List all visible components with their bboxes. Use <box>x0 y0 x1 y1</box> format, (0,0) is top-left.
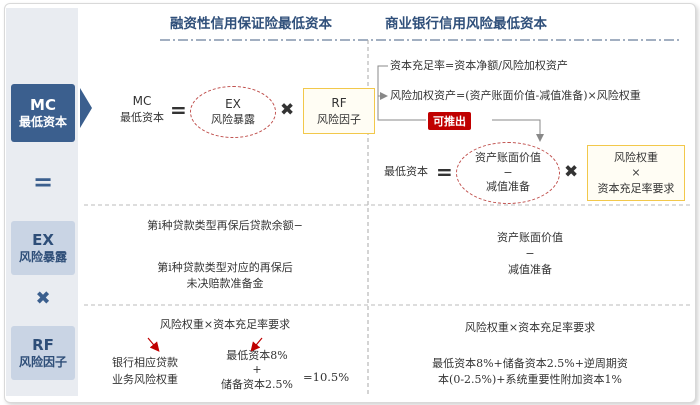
right-ellipse-3: 减值准备 <box>486 180 530 194</box>
left-ex-ellipse: EX 风险暴露 <box>190 86 276 138</box>
left-rf-box: RF 风险因子 <box>303 88 375 134</box>
sidebar-mc-cn: 最低资本 <box>18 114 67 129</box>
right-rf-detail-2: 本(0-2.5%)+系统重要性附加资本1% <box>438 372 622 386</box>
left-mc-label: MC 最低资本 <box>112 92 172 127</box>
left-equals: = <box>170 98 187 122</box>
right-asset-ellipse: 资产账面价值 − 减值准备 <box>456 142 560 204</box>
right-box-1: 风险权重 <box>614 150 658 164</box>
left-ex-en: EX <box>225 97 241 112</box>
left-column-title: 融资性信用保证险最低资本 <box>170 16 332 32</box>
left-times: ✖ <box>280 100 295 120</box>
sidebar-item-rf: RF 风险因子 <box>11 326 75 380</box>
left-rf-capital-3: 储备资本2.5% <box>221 377 293 391</box>
right-ex-1: 资产账面价值 <box>497 231 563 244</box>
right-times: ✖ <box>564 162 579 182</box>
right-ellipse-1: 资产账面价值 <box>475 150 541 164</box>
right-equals: = <box>436 160 453 184</box>
right-weight-box: 风险权重 × 资本充足率要求 <box>587 145 685 201</box>
left-rf-weight-2: 业务风险权重 <box>112 372 178 386</box>
left-rf-weight-1: 银行相应贷款 <box>112 356 178 369</box>
left-ex-desc-1: 第i种贷款类型再保后贷款余额− <box>147 219 303 232</box>
sidebar-ex-cn: 风险暴露 <box>18 249 67 264</box>
left-mc-cn: 最低资本 <box>120 111 164 124</box>
right-rf-detail: 最低资本8%+储备资本2.5%+逆周期资 本(0-2.5%)+系统重要性附加资本… <box>375 356 685 388</box>
sidebar-rf-cn: 风险因子 <box>18 354 67 369</box>
sidebar: MC 最低资本 = EX 风险暴露 ✖ RF 风险因子 <box>6 8 78 396</box>
left-rf-en: RF <box>331 95 347 110</box>
sidebar-ex-en: EX <box>32 231 54 250</box>
right-ellipse-2: − <box>503 165 513 179</box>
sidebar-item-ex: EX 风险暴露 <box>11 221 75 275</box>
sidebar-times: ✖ <box>35 288 51 309</box>
right-capital-ratio-formula: 资本充足率=资本净额/风险加权资产 <box>390 59 568 72</box>
right-ex-desc: 资产账面价值 − 减值准备 <box>375 230 685 278</box>
sidebar-equals: = <box>32 168 54 196</box>
left-rf-header: 风险权重×资本充足率要求 <box>159 318 291 331</box>
left-ex-cn: 风险暴露 <box>211 112 255 126</box>
right-box-3: 资本充足率要求 <box>597 181 675 195</box>
left-rf-cn: 风险因子 <box>317 112 361 126</box>
left-rf-capital-2: + <box>252 363 262 377</box>
left-ex-desc-3: 未决赔款准备金 <box>186 277 264 290</box>
sidebar-mc-en: MC <box>30 96 56 115</box>
right-rwa-formula: 风险加权资产=(资产账面价值-减值准备)×风险权重 <box>390 89 641 102</box>
left-rf-weight: 银行相应贷款 业务风险权重 <box>100 355 190 388</box>
left-mc-en: MC <box>132 94 152 108</box>
sidebar-rf-en: RF <box>32 336 54 355</box>
left-rf-capital-1: 最低资本8% <box>226 349 288 362</box>
diagram-frame <box>4 3 696 403</box>
left-rf-result: =10.5% <box>303 370 350 384</box>
right-column-title: 商业银行信用风险最低资本 <box>385 16 547 32</box>
right-ex-3: 减值准备 <box>508 262 552 276</box>
right-rf-detail-1: 最低资本8%+储备资本2.5%+逆周期资 <box>432 357 628 370</box>
right-mc-label: 最低资本 <box>384 165 428 178</box>
left-ex-desc-2: 第i种贷款类型对应的再保后 <box>157 261 293 274</box>
right-box-2: × <box>631 166 641 180</box>
right-ex-2: − <box>525 246 535 260</box>
derive-badge: 可推出 <box>428 112 471 130</box>
right-rf-header: 风险权重×资本充足率要求 <box>464 321 596 334</box>
sidebar-item-mc: MC 最低资本 <box>11 84 75 142</box>
left-rf-capital: 最低资本8% + 储备资本2.5% <box>212 349 302 392</box>
